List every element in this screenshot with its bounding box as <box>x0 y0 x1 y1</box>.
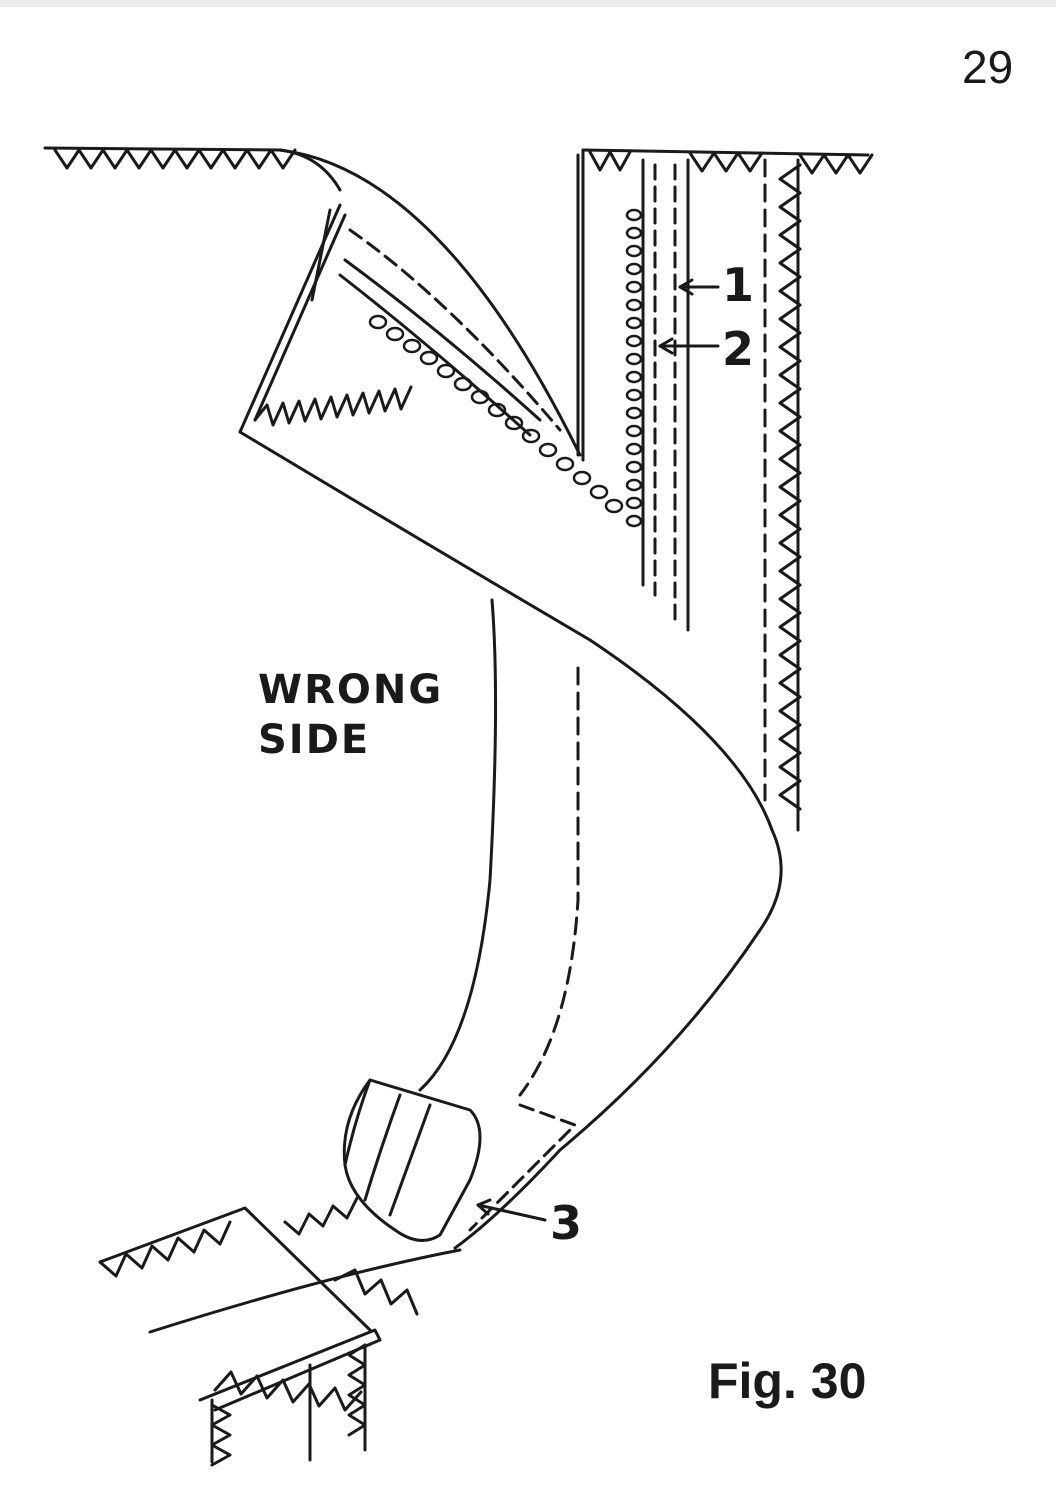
zipper-teeth-vertical <box>625 208 643 528</box>
lower-fabric <box>98 1196 462 1467</box>
presser-foot <box>342 1078 482 1242</box>
page-number: 29 <box>962 41 1014 93</box>
zipper-teeth-diagonal <box>368 314 624 514</box>
figure-caption: Fig. 30 <box>708 1353 867 1409</box>
callout-arrows <box>476 278 720 1222</box>
fabric-top-edge <box>43 146 874 192</box>
top-bar <box>0 0 1056 7</box>
callout-3: 3 <box>550 1196 583 1250</box>
wrong-side-label-line1: WRONG <box>258 667 444 713</box>
callout-2: 2 <box>722 322 755 376</box>
callout-1: 1 <box>722 258 755 312</box>
folded-flap <box>238 148 774 832</box>
wrong-side-label-line2: SIDE <box>258 717 371 763</box>
zipper-strip-vertical <box>576 148 802 832</box>
curved-tape <box>418 598 783 1250</box>
